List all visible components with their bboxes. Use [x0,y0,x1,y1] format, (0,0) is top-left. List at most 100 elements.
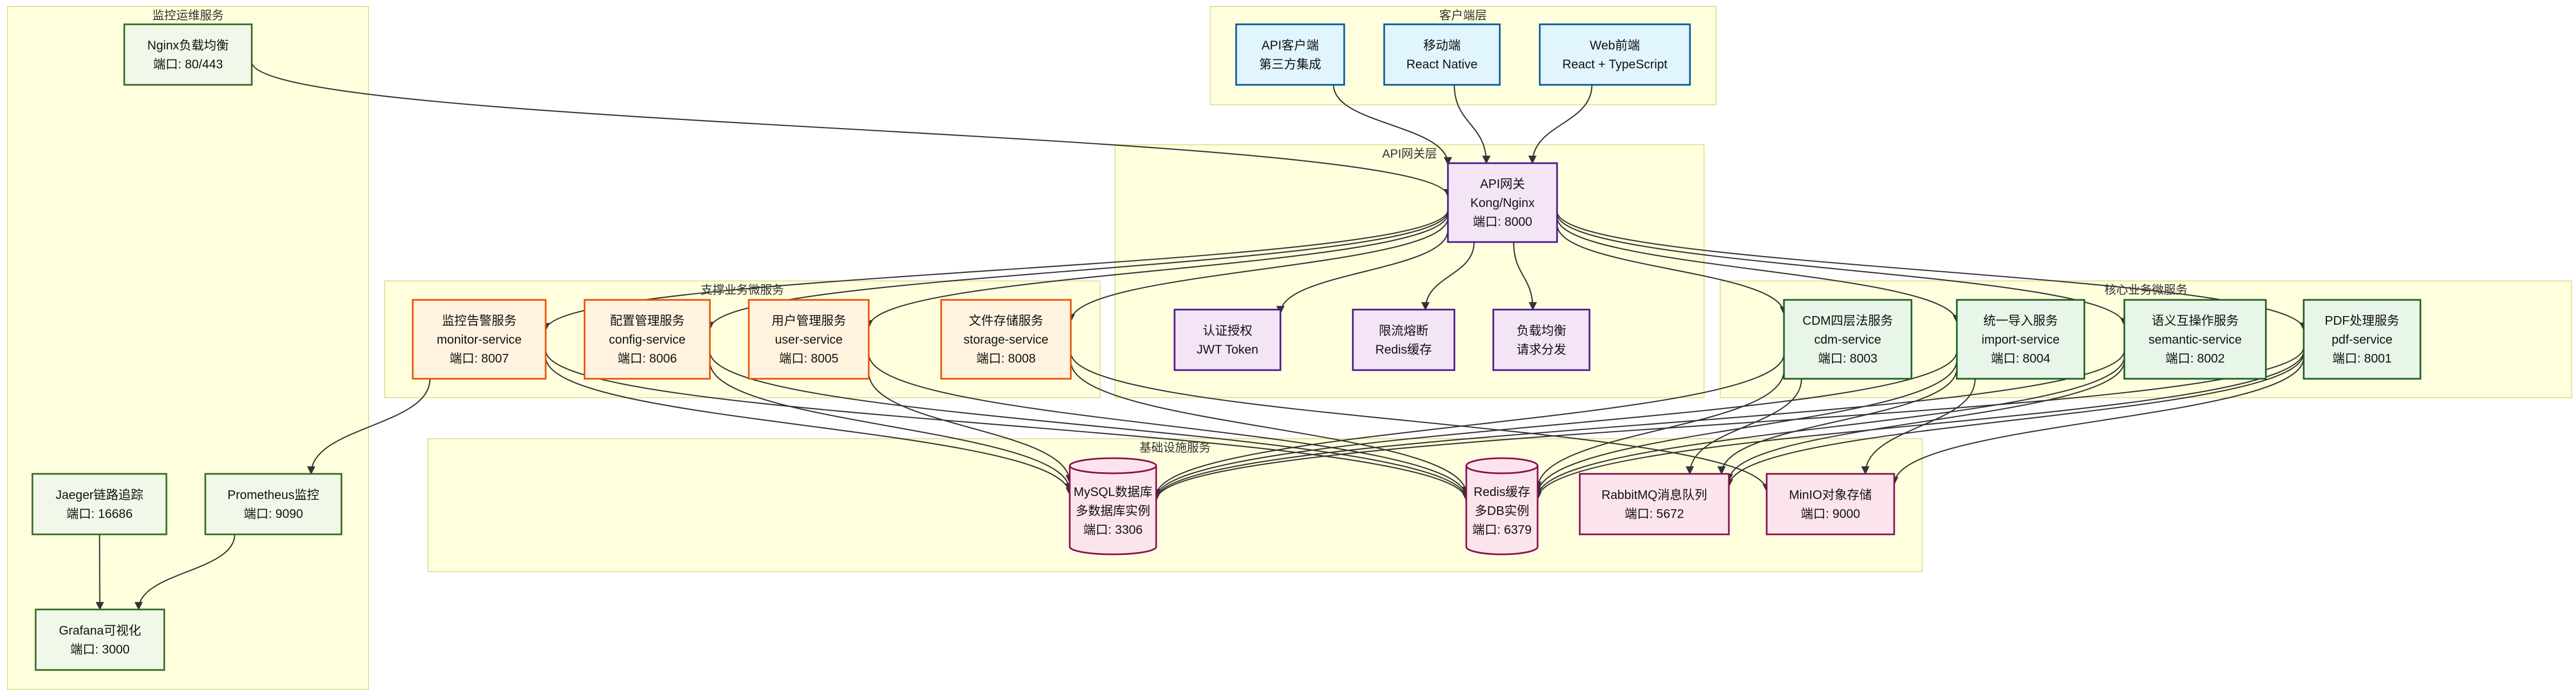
node-config_svc-line-0: 配置管理服务 [610,313,685,327]
node-import_svc-line-1: import-service [1982,332,2060,346]
node-pdf_svc-line-2: 端口: 8001 [2332,351,2392,365]
node-prometheus-box [204,473,343,535]
node-cdm_svc-box [1783,299,1913,380]
edge-gw-to-storage_svc [1066,217,1449,323]
node-jaeger-line-0: Jaeger链路追踪 [56,488,143,502]
edge-user_svc-to-mysql [868,372,1074,484]
node-mobile-box [1383,23,1501,86]
node-auth-box [1173,309,1282,371]
node-cdm_svc-line-0: CDM四层法服务 [1802,313,1893,327]
node-mysql-line-2: 端口: 3306 [1083,522,1143,537]
node-jaeger-box [31,473,167,535]
node-import_svc-box [1956,299,2085,380]
node-monitor_svc-box [412,299,547,380]
node-config_svc-box [583,299,711,380]
node-config_svc[interactable]: 配置管理服务 config-service 端口: 8006 [583,299,711,380]
node-api_client-line-1: 第三方集成 [1259,57,1321,71]
edge-cdm_svc-to-redis [1533,370,1785,490]
edge-import_svc-to-mysql [1152,351,1958,499]
node-rabbitmq-box [1579,473,1730,535]
edge-user_svc-to-redis [868,353,1471,499]
node-gw-line-2: 端口: 8000 [1473,215,1532,229]
group-monitoring-box [7,6,369,690]
edge-mobile-to-gw [1453,84,1491,164]
edge-gw-to-import_svc [1556,217,1961,324]
edge-config_svc-to-redis [709,351,1471,500]
node-redis-line-1: 多DB实例 [1475,504,1530,518]
node-monitor_svc-line-1: monitor-service [437,332,521,346]
edge-gw-to-rate [1421,242,1475,311]
node-web-line-0: Web前端 [1590,38,1640,52]
node-redis-line-0: Redis缓存 [1474,485,1531,499]
edge-config_svc-to-mysql [709,361,1074,492]
node-rate-box [1352,309,1455,371]
edge-prometheus-to-grafana [134,534,236,611]
node-lb-line-1: 请求分发 [1517,343,1566,357]
node-jaeger-line-1: 端口: 16686 [66,507,133,521]
edge-monitor_svc-to-prometheus [307,378,431,475]
node-minio-line-1: 端口: 9000 [1801,507,1860,521]
node-rabbitmq-line-0: RabbitMQ消息队列 [1601,488,1707,502]
node-redis-cylinder-rim [1465,465,1539,474]
edge-semantic_svc-to-redis [1533,356,2125,499]
node-lb-line-0: 负载均衡 [1517,324,1566,338]
node-minio-box [1766,473,1895,535]
group-monitoring: 监控运维服务 [7,6,369,690]
edge-cdm_svc-to-mysql [1152,353,1785,498]
node-redis-cylinder [1465,457,1539,555]
node-storage_svc-box [940,299,1072,380]
node-rate-line-1: Redis缓存 [1376,343,1432,357]
node-user_svc-box [748,299,870,380]
node-web[interactable]: Web前端 React + TypeScript [1539,23,1691,86]
node-config_svc-line-1: config-service [609,332,686,346]
edge-pdf_svc-to-minio [1890,357,2305,485]
edge-pdf_svc-to-redis [1533,350,2305,500]
node-pdf_svc-line-1: pdf-service [2332,332,2392,346]
node-mysql-line-0: MySQL数据库 [1074,485,1152,499]
node-config_svc-line-2: 端口: 8006 [618,351,677,365]
node-nginx-line-0: Nginx负载均衡 [147,38,229,52]
node-storage_svc-line-0: 文件存储服务 [969,313,1043,327]
edge-cdm_svc-to-rabbitmq [1686,378,1802,475]
edge-semantic_svc-to-mysql [1152,350,2125,501]
node-semantic_svc-line-0: 语义互操作服务 [2152,313,2239,327]
node-grafana-box [35,608,165,671]
edges-layer [96,62,2308,611]
group-monitoring-title: 监控运维服务 [152,9,224,22]
edge-gw-to-auth [1276,230,1449,314]
node-grafana-line-0: Grafana可视化 [59,624,141,638]
node-web-line-1: React + TypeScript [1562,57,1668,71]
group-gateway-title: API网关层 [1382,147,1437,160]
node-monitor_svc-line-0: 监控告警服务 [442,313,516,327]
node-mobile-line-0: 移动端 [1424,38,1461,52]
node-storage_svc-line-1: storage-service [963,332,1048,346]
edge-gw-to-cdm_svc [1556,224,1788,315]
node-auth-line-0: 认证授权 [1203,324,1252,338]
group-client-title: 客户端层 [1439,9,1487,22]
edge-gw-to-user_svc [864,213,1449,329]
edge-monitor_svc-to-mysql [545,357,1074,496]
node-user_svc-line-1: user-service [775,332,842,346]
